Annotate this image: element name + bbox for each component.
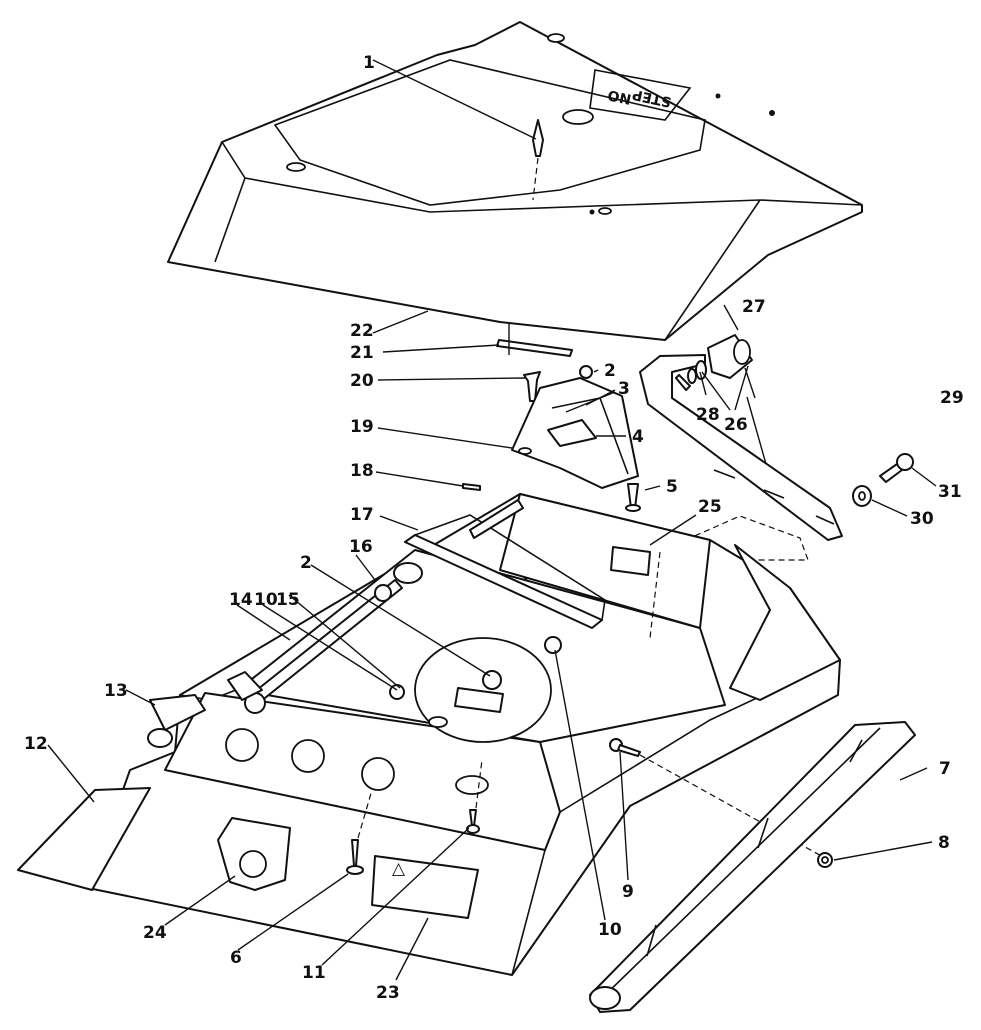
callout-13: 13 <box>104 681 128 701</box>
callout-labels: 1 2 3 4 5 6 7 8 9 10 11 12 13 14 15 16 1… <box>24 53 964 1003</box>
callout-1: 1 <box>363 53 375 73</box>
bolt-6 <box>346 789 373 875</box>
channel-17 <box>404 514 606 654</box>
callout-29: 29 <box>940 388 964 408</box>
callout-6: 6 <box>230 948 242 968</box>
nut-8 <box>817 852 833 868</box>
callout-24: 24 <box>143 923 167 943</box>
leader-lines <box>47 59 937 981</box>
decal-25 <box>610 546 661 639</box>
callout-17: 17 <box>350 505 374 525</box>
callout-11: 11 <box>302 963 326 983</box>
callout-19: 19 <box>350 417 374 437</box>
callout-5: 5 <box>666 477 678 497</box>
callout-20: 20 <box>350 371 374 391</box>
callout-9: 9 <box>622 882 634 902</box>
callout-7: 7 <box>939 759 951 779</box>
callout-14: 14 <box>229 590 253 610</box>
callout-21: 21 <box>350 343 374 363</box>
bracket-13 <box>147 671 263 748</box>
top-plate <box>237 549 726 743</box>
callout-31: 31 <box>938 482 962 502</box>
bolt-31 <box>879 453 914 483</box>
callout-15: 15 <box>276 590 300 610</box>
bracket-19 <box>511 377 639 489</box>
nut-2-top <box>579 365 593 379</box>
pin-18 <box>462 483 481 491</box>
callout-23: 23 <box>376 983 400 1003</box>
handle-bar <box>639 354 843 561</box>
callout-25: 25 <box>698 497 722 517</box>
callout-3: 3 <box>618 379 630 399</box>
callout-8: 8 <box>938 833 950 853</box>
callout-4: 4 <box>632 427 644 447</box>
decal-no: NO <box>606 86 633 107</box>
callout-18: 18 <box>350 461 374 481</box>
rear-box <box>499 493 711 629</box>
callout-22: 22 <box>350 321 374 341</box>
roller-27 <box>707 334 753 379</box>
callout-26: 26 <box>724 415 748 435</box>
callout-30: 30 <box>910 509 934 529</box>
callout-10-lower: 10 <box>598 920 622 940</box>
callout-27: 27 <box>742 297 766 317</box>
bolt-5 <box>625 483 641 512</box>
push-rivet <box>532 119 544 201</box>
callout-10-upper: 10 <box>254 590 278 610</box>
strip-21 <box>496 323 573 357</box>
shaft-17 <box>469 499 524 539</box>
pin-28 <box>675 374 691 391</box>
callout-16: 16 <box>349 537 373 557</box>
washer-30 <box>852 485 872 507</box>
bolt-9 <box>609 738 826 859</box>
top-cover: NO STEP <box>167 21 863 341</box>
callout-2: 2 <box>604 361 616 381</box>
plate-24 <box>217 817 291 891</box>
callout-28: 28 <box>696 405 720 425</box>
rod-14 <box>244 562 423 714</box>
svg-text:△: △ <box>392 859 406 879</box>
skid-rail-7 <box>589 721 916 1013</box>
callout-2-lower: 2 <box>300 553 312 573</box>
callout-12: 12 <box>24 734 48 754</box>
